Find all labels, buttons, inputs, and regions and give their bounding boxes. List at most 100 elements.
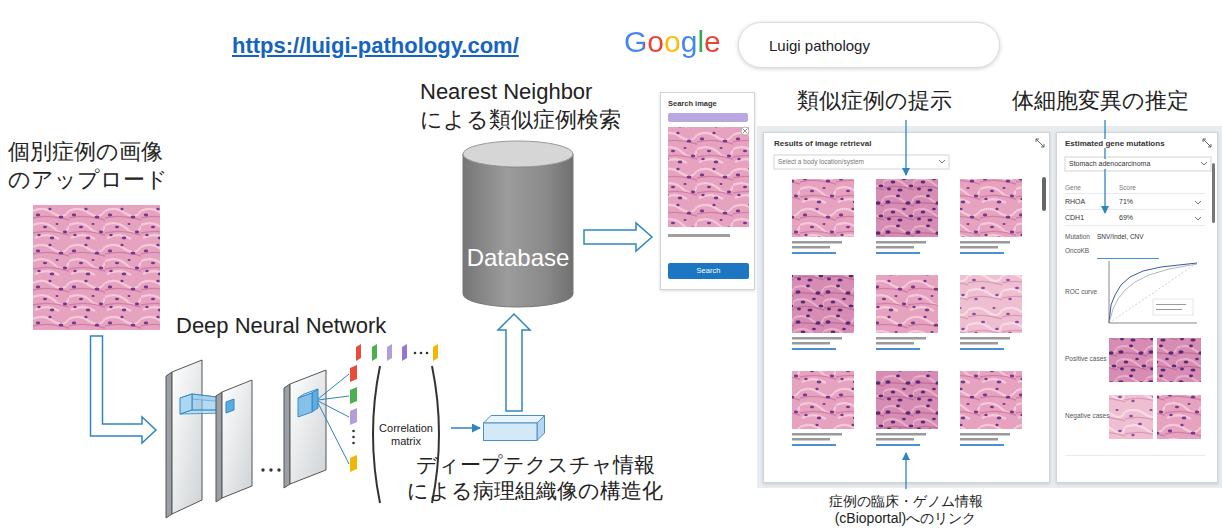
feature-vector xyxy=(350,365,357,382)
kernel-square xyxy=(226,399,234,413)
leader-line xyxy=(1104,120,1105,213)
search-query: Luigi pathology xyxy=(769,37,870,54)
layer-side xyxy=(216,392,222,502)
caption-line xyxy=(876,241,926,244)
legend-line xyxy=(1156,304,1186,305)
link-line xyxy=(792,444,836,446)
screenshot-backdrop xyxy=(757,126,1222,488)
button-label: Search xyxy=(668,263,749,279)
select-box xyxy=(1065,157,1211,171)
layer-slab xyxy=(290,370,326,484)
callout-label-slot: 類似症例の提示 xyxy=(797,88,952,114)
caption-line xyxy=(792,342,830,345)
result-thumbnail xyxy=(960,179,1022,237)
link-line xyxy=(792,252,836,254)
network-heading: Deep Neural Network xyxy=(176,313,386,339)
gene-name: CDH1 xyxy=(1065,214,1084,221)
select-placeholder-slot: Select a body location/system xyxy=(778,157,864,167)
roc-diagonal xyxy=(1109,263,1197,323)
layer-side xyxy=(166,372,172,518)
results-panel-shape xyxy=(764,133,1051,484)
panel-title-slot: Estimated gene mutations xyxy=(1065,139,1165,148)
caption-line xyxy=(792,433,842,436)
feature-vector xyxy=(350,387,357,404)
feature-vector xyxy=(387,344,392,361)
ellipsis-dot xyxy=(420,352,423,355)
search-box: Luigi pathology xyxy=(738,22,1000,68)
leader-line xyxy=(905,120,906,175)
caption-line xyxy=(876,337,926,340)
table-rule xyxy=(1065,209,1205,211)
bar-top xyxy=(484,416,545,424)
matrix-label: Correlation matrix xyxy=(376,422,436,448)
detail-value: SNV/Indel, CNV xyxy=(1097,233,1144,240)
search-query-slot: Luigi pathology xyxy=(769,37,870,54)
feature-vector xyxy=(350,455,357,472)
scrollbar xyxy=(1042,177,1046,211)
link-line xyxy=(876,252,920,254)
panel-title-slot: Results of image retrieval xyxy=(774,139,871,148)
detail-key-slot: Mutation xyxy=(1065,233,1090,240)
detail-key: ROC curve xyxy=(1065,288,1097,295)
link-line xyxy=(960,348,1004,350)
gene-score: 69% xyxy=(1119,214,1133,221)
feature-vector xyxy=(433,344,438,361)
gene-name: RHOA xyxy=(1065,198,1085,205)
tissue-image xyxy=(33,205,160,330)
block-arrow xyxy=(498,314,530,411)
link-line xyxy=(876,348,920,350)
detail-key-slot: Negative cases xyxy=(1065,412,1109,419)
block-arrow xyxy=(91,336,157,443)
result-thumbnail xyxy=(792,275,854,333)
network-heading-slot: Deep Neural Network xyxy=(176,313,386,339)
detail-key: Positive cases xyxy=(1065,355,1107,362)
detail-key-slot: OncoKB xyxy=(1065,247,1089,254)
bar-side xyxy=(537,416,545,441)
legend-line xyxy=(1156,309,1182,310)
caption-line xyxy=(876,438,914,441)
results-panel: Results of image retrievalSelect a body … xyxy=(763,132,1050,483)
caption-line xyxy=(960,241,1010,244)
link-line xyxy=(1097,258,1159,259)
select-value-slot: Stomach adenocarcinoma xyxy=(1069,159,1150,169)
negative-thumbnail xyxy=(1109,395,1153,439)
matrix-label-slot: Correlation matrix xyxy=(376,422,436,448)
callout-label-slot: 体細胞変異の推定 xyxy=(1012,88,1189,114)
column-header: Score xyxy=(1119,184,1136,191)
panel-title-slot: Search image xyxy=(668,99,717,108)
search-button xyxy=(668,263,749,279)
panel-title: Estimated gene mutations xyxy=(1065,139,1165,148)
texture-vector: ディープテクスチャ情報 による病理組織像の構造化 xyxy=(483,415,545,441)
column-header-slot: Score xyxy=(1119,184,1136,191)
chevron-icon xyxy=(939,160,945,163)
database-cylinder-shape xyxy=(462,140,574,308)
select-value: Stomach adenocarcinoma xyxy=(1069,159,1150,169)
filename-line xyxy=(668,234,730,237)
positive-thumbnail xyxy=(1157,338,1201,382)
ellipsis-dot xyxy=(352,430,355,433)
roc-curve xyxy=(1109,264,1197,323)
texture-vector-shape xyxy=(483,415,545,441)
upload-image-shape xyxy=(33,205,160,330)
leader-line xyxy=(905,453,906,489)
roc-legend xyxy=(1153,299,1193,315)
chevron-icon xyxy=(1195,201,1201,204)
search-panel: Search imageSearch xyxy=(660,92,755,290)
search-engine-logo: Google xyxy=(624,24,721,60)
chevron-icon xyxy=(1195,217,1201,220)
result-thumbnail xyxy=(792,179,854,237)
link-line xyxy=(876,444,920,446)
search-heading-slot: Nearest Neighbor による類似症例検索 xyxy=(420,78,635,134)
database-label: Database xyxy=(462,244,574,272)
feature-vector xyxy=(402,344,407,361)
panel-title: Results of image retrieval xyxy=(774,139,871,148)
mutation-panel: Estimated gene mutationsStomach adenocar… xyxy=(1056,132,1218,483)
database-cylinder: Nearest Neighbor による類似症例検索Database xyxy=(462,140,574,308)
feature-cube xyxy=(312,389,318,412)
link-line xyxy=(960,444,1004,446)
callout-label: 体細胞変異の推定 xyxy=(1012,88,1189,114)
detail-key: Mutation xyxy=(1065,233,1090,240)
caption-line xyxy=(960,433,1010,436)
caption-line xyxy=(792,246,830,249)
